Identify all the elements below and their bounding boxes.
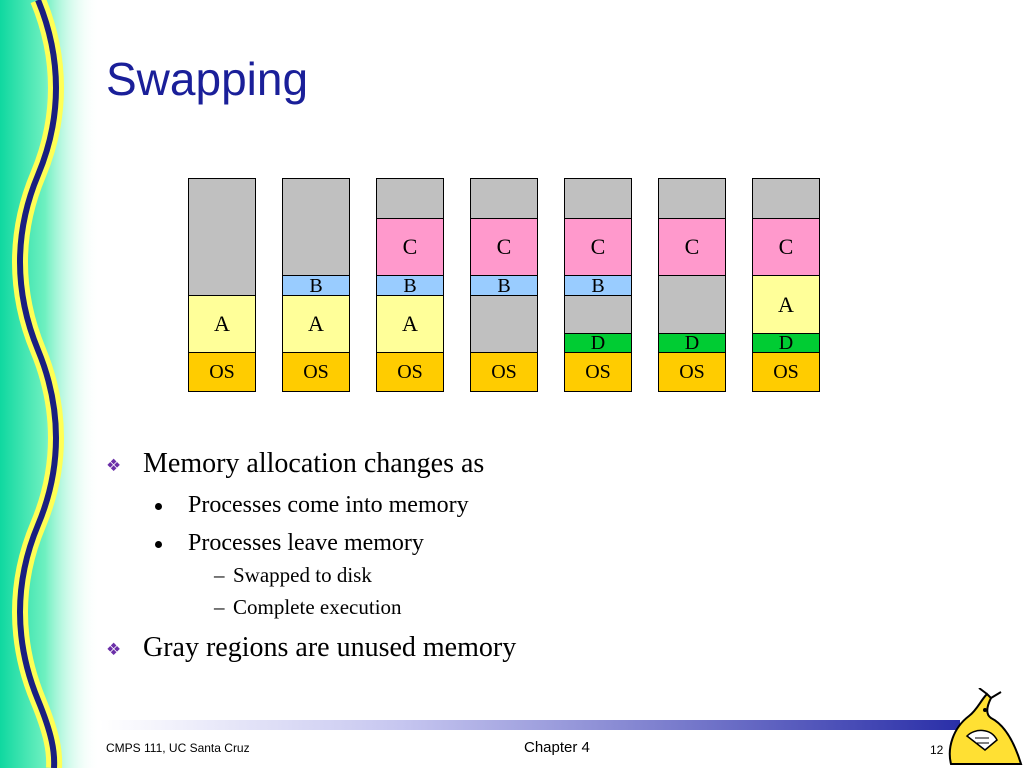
- process-os-block: OS: [659, 352, 725, 391]
- banana-slug-mascot-icon: [948, 688, 1023, 765]
- process-a-block: A: [377, 295, 443, 352]
- process-os-block: OS: [283, 352, 349, 391]
- footer-chapter: Chapter 4: [524, 739, 590, 756]
- process-os-block: OS: [377, 352, 443, 391]
- unused-memory-region: [753, 179, 819, 218]
- unused-memory-region: [565, 179, 631, 218]
- unused-memory-region: [471, 179, 537, 218]
- bullet-memory-allocation: Memory allocation changes as: [143, 448, 485, 479]
- wavy-ribbon-decoration: [0, 0, 100, 768]
- process-b-block: B: [471, 275, 537, 296]
- unused-memory-region: [659, 179, 725, 218]
- process-os-block: OS: [565, 352, 631, 391]
- unused-memory-region: [189, 179, 255, 295]
- footer-gradient-bar: [100, 720, 960, 730]
- process-os-block: OS: [189, 352, 255, 391]
- process-os-block: OS: [471, 352, 537, 391]
- unused-memory-region: [283, 179, 349, 275]
- dash-bullet-icon: –: [214, 595, 225, 619]
- bullet-processes-come: Processes come into memory: [188, 492, 469, 518]
- process-a-block: A: [753, 275, 819, 333]
- process-d-block: D: [659, 333, 725, 353]
- unused-memory-region: [659, 275, 725, 333]
- slide-title: Swapping: [106, 53, 309, 105]
- process-a-block: A: [283, 295, 349, 352]
- process-a-block: A: [189, 295, 255, 352]
- dot-bullet-icon: [155, 541, 162, 548]
- process-b-block: B: [377, 275, 443, 296]
- process-c-block: C: [377, 218, 443, 275]
- process-d-block: D: [565, 333, 631, 353]
- diamond-bullet-icon: ❖: [106, 640, 122, 660]
- unused-memory-region: [565, 295, 631, 333]
- process-c-block: C: [753, 218, 819, 275]
- process-c-block: C: [659, 218, 725, 275]
- unused-memory-region: [471, 295, 537, 352]
- process-d-block: D: [753, 333, 819, 353]
- process-os-block: OS: [753, 352, 819, 391]
- bullet-swapped-to-disk: Swapped to disk: [233, 563, 372, 587]
- diamond-bullet-icon: ❖: [106, 456, 122, 476]
- process-b-block: B: [565, 275, 631, 296]
- dash-bullet-icon: –: [214, 563, 225, 587]
- bullet-processes-leave: Processes leave memory: [188, 530, 424, 556]
- bullet-gray-regions: Gray regions are unused memory: [143, 632, 517, 663]
- footer-page-number: 12: [930, 743, 944, 757]
- bullet-complete-execution: Complete execution: [233, 595, 402, 619]
- footer-course: CMPS 111, UC Santa Cruz: [106, 741, 250, 755]
- unused-memory-region: [377, 179, 443, 218]
- process-c-block: C: [565, 218, 631, 275]
- process-b-block: B: [283, 275, 349, 296]
- dot-bullet-icon: [155, 503, 162, 510]
- process-c-block: C: [471, 218, 537, 275]
